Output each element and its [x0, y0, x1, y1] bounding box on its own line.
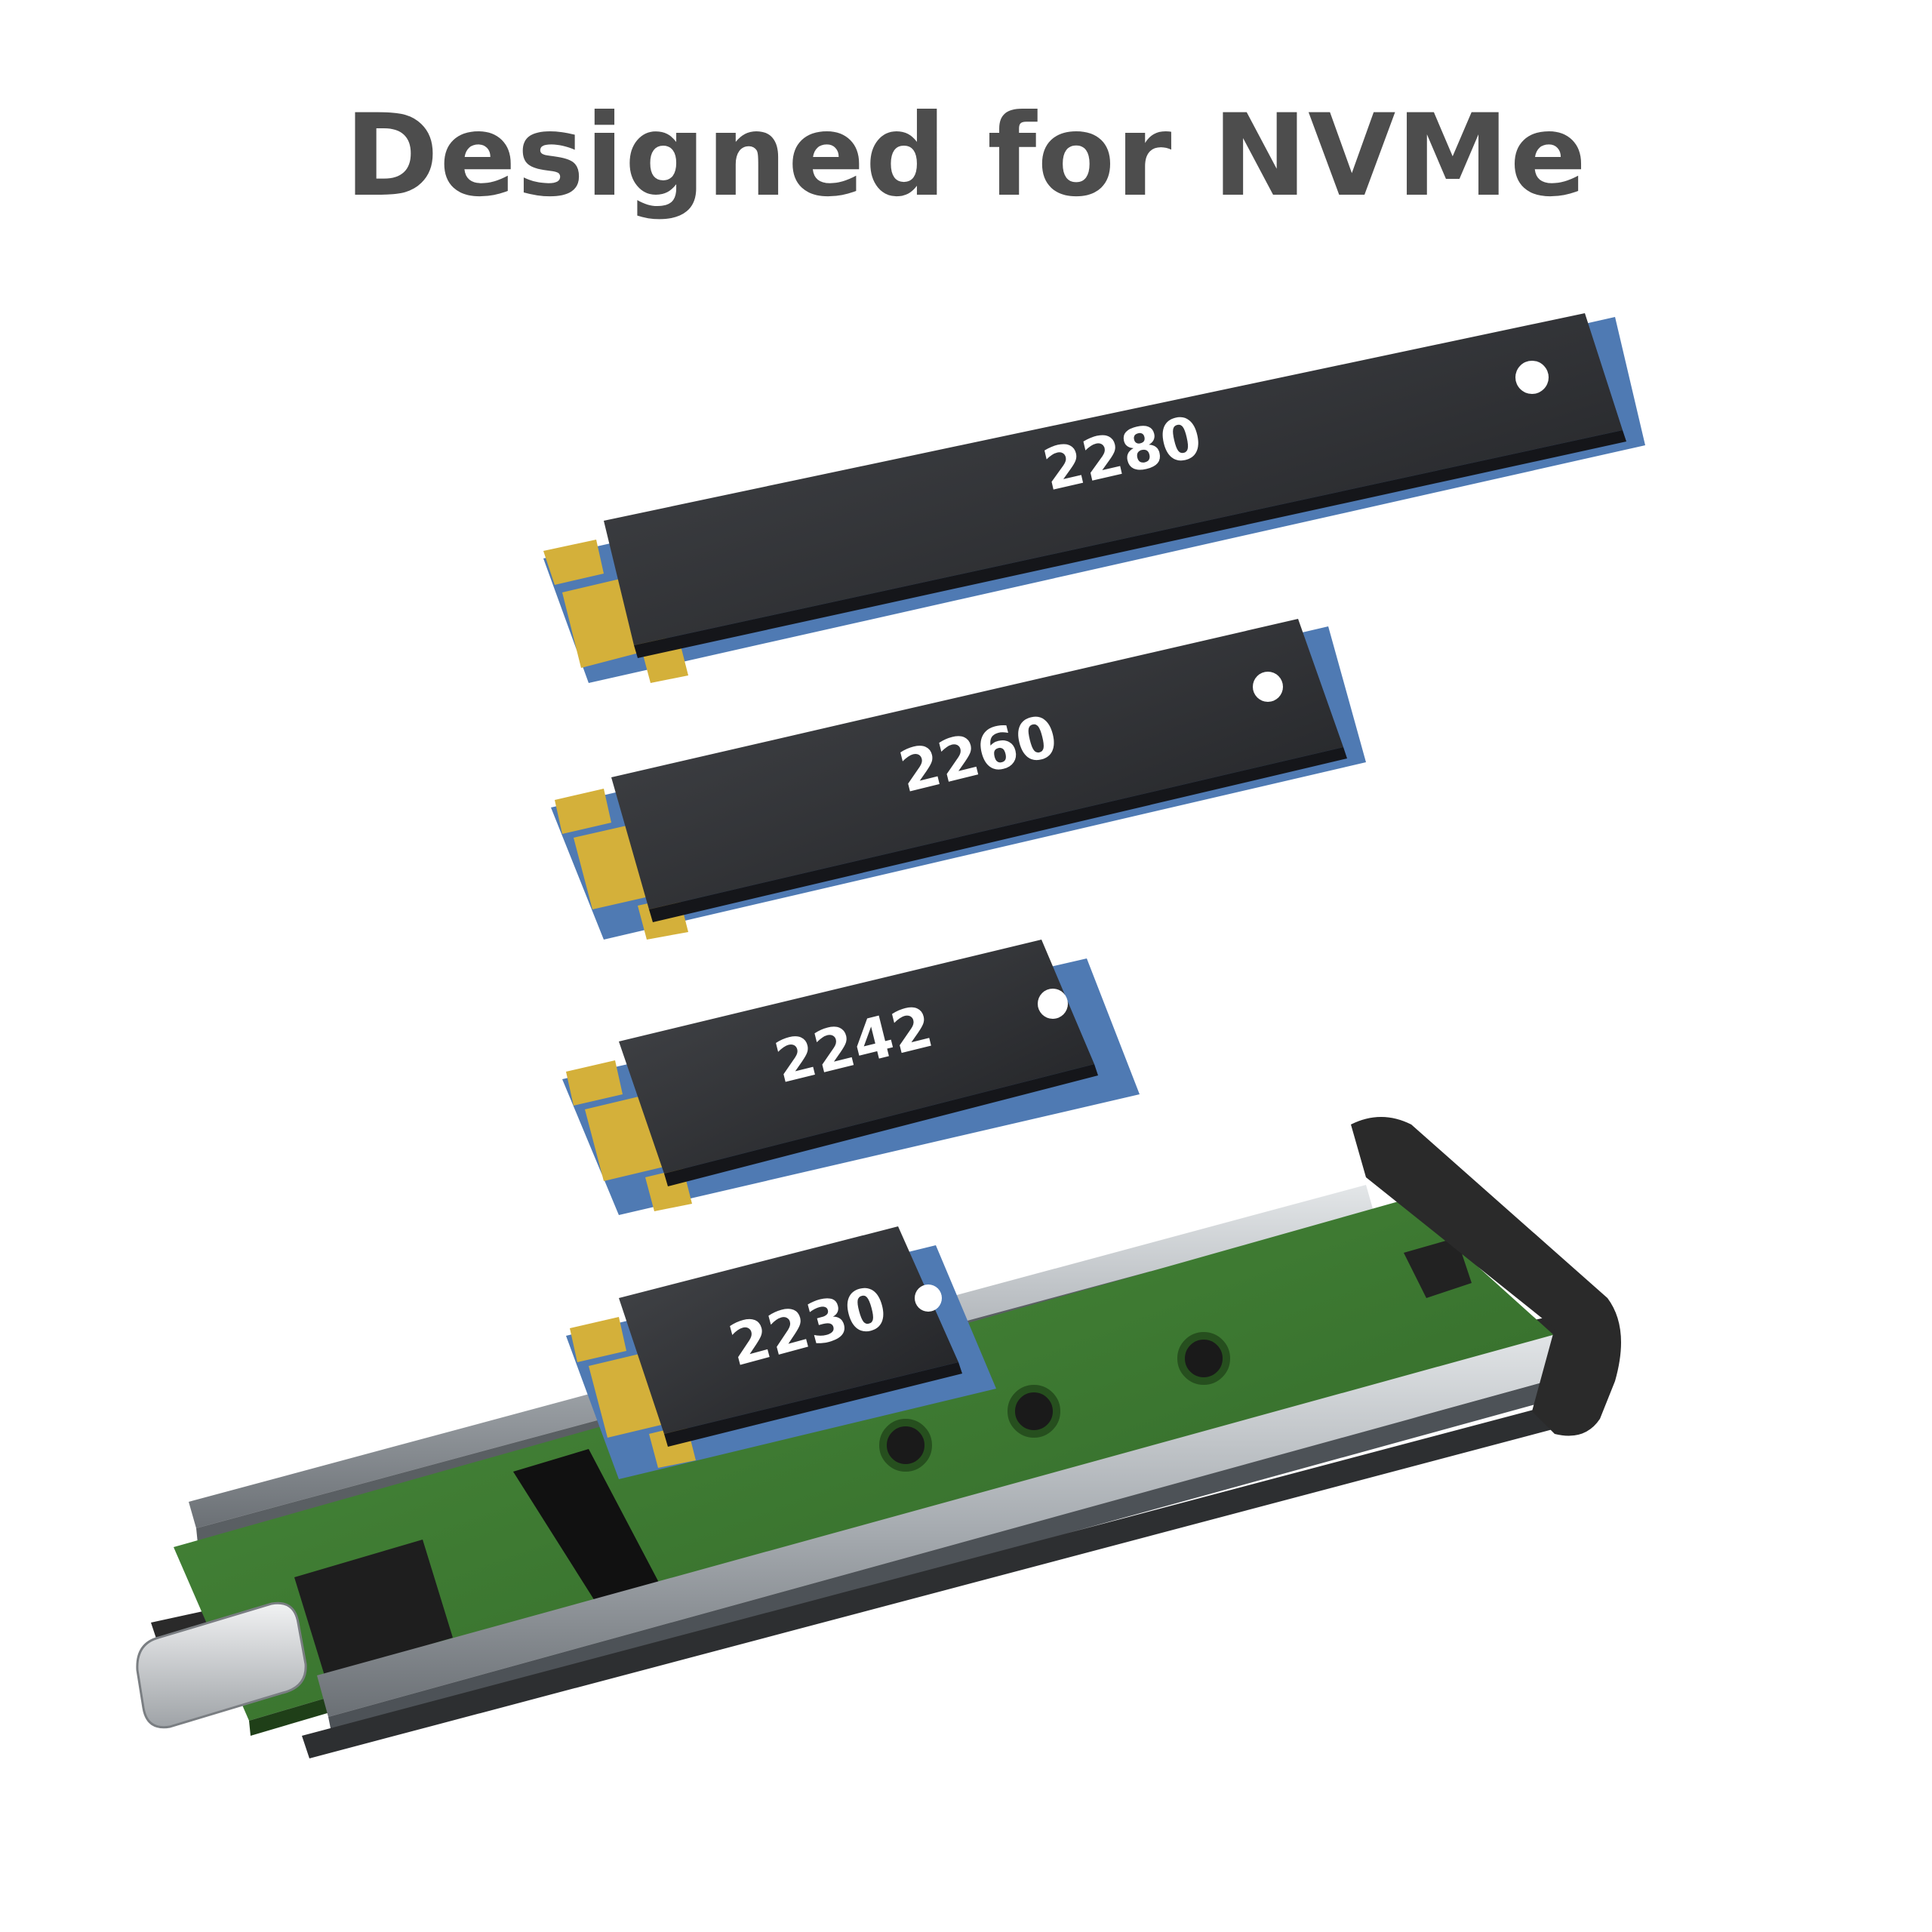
end-cap: [1351, 1117, 1621, 1436]
ssd-2260: 2260: [551, 619, 1366, 940]
latch: [1404, 1238, 1472, 1298]
usb-c-connector: [136, 1601, 307, 1729]
front-rail: [317, 1328, 1589, 1717]
controller-chip: [294, 1540, 453, 1675]
mount-hole: [1177, 1332, 1230, 1385]
enclosure: [136, 1117, 1621, 1758]
ssd-2280: 2280: [543, 313, 1645, 683]
mount-hole: [879, 1419, 932, 1472]
m2-slot: [513, 1449, 664, 1615]
pcb-board: [174, 1200, 1555, 1721]
ssd-2242: 2242: [562, 940, 1140, 1215]
ssd-2230: 2230: [566, 1226, 996, 1479]
mount-hole: [1008, 1385, 1060, 1438]
page-title: Designed for NVMe: [344, 91, 1588, 222]
